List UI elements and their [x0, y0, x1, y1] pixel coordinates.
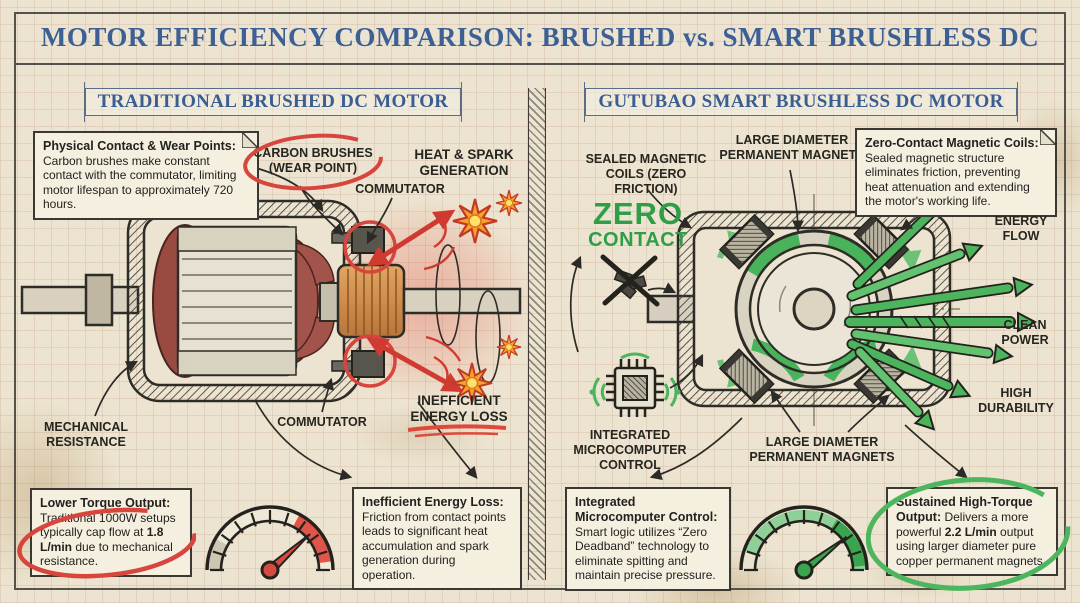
- label-commutator-bottom: COMMUTATOR: [277, 415, 367, 429]
- spark-squiggle: [423, 220, 456, 271]
- note-title: Inefficient Energy Loss:: [362, 495, 504, 509]
- right-panel-header: GUTUBAO SMART BRUSHLESS DC MOTOR: [584, 82, 1018, 122]
- rotor-hub: [792, 287, 836, 331]
- page-title: MOTOR EFFICIENCY COMPARISON: BRUSHED vs.…: [40, 22, 1040, 52]
- heat-arrow: [366, 337, 464, 393]
- note-zero-contact-coils: Zero-Contact Magnetic Coils: Sealed magn…: [855, 127, 1058, 217]
- magnet-segment: [823, 338, 877, 382]
- note-body: Sealed magnetic structure eliminates fri…: [865, 151, 1030, 209]
- label-clean-power: CLEAN POWER: [1001, 318, 1049, 347]
- folded-corner-icon: [1039, 127, 1058, 146]
- label-commutator-top: COMMUTATOR: [355, 182, 445, 196]
- note-body: Friction from contact points leads to si…: [362, 510, 507, 582]
- label-sealed-coils: SEALED MAGNETIC COILS (ZERO FRICTION): [585, 152, 707, 196]
- label-heat-spark: HEAT & SPARK GENERATION: [414, 147, 514, 178]
- outer-frame: [14, 12, 1066, 590]
- title-underline: [14, 63, 1066, 65]
- stator-coil: [718, 213, 775, 270]
- stator-coil: [718, 348, 775, 405]
- magnet-segment: [751, 338, 805, 382]
- label-inefficient-energy-loss: INEFFICIENT ENERGY LOSS: [410, 393, 508, 424]
- note-lower-torque: Lower Torque Output: Traditional 1000W s…: [30, 488, 192, 577]
- note-wear-points: Physical Contact & Wear Points: Carbon b…: [33, 130, 260, 220]
- brushed-motor-illustration: [20, 189, 535, 404]
- label-energy-flow: ENERGY FLOW: [994, 214, 1048, 243]
- motor-shaft-left: [20, 285, 140, 315]
- note-body: Traditional 1000W setups typically cap f…: [40, 511, 176, 569]
- spark-burst-icon: [495, 189, 523, 217]
- note-body: Sustained High-Torque Output: Delivers a…: [896, 495, 1047, 568]
- highlight-value: 2.2 L/min: [944, 525, 997, 539]
- left-panel-header: TRADITIONAL BRUSHED DC MOTOR: [84, 82, 462, 122]
- note-body: Carbon brushes make constant contact wit…: [43, 154, 237, 212]
- heat-arrow: [366, 209, 456, 267]
- magnet-segment: [747, 233, 801, 277]
- label-magnets-top: LARGE DIAMETER PERMANENT MAGNETS: [719, 133, 865, 162]
- note-title: Physical Contact & Wear Points:: [43, 139, 236, 153]
- note-title: Integrated Microcomputer Control:: [575, 495, 718, 524]
- note-body: Integrated Microcomputer Control: Smart …: [575, 495, 718, 583]
- note-title: Zero-Contact Magnetic Coils:: [865, 136, 1039, 150]
- x-cross-icon: [600, 254, 660, 307]
- gauge-red-icon: [205, 505, 335, 580]
- gauge-green-icon: [739, 505, 869, 580]
- label-mechanical-resistance: MECHANICAL RESISTANCE: [43, 420, 129, 449]
- label-magnets-bottom: LARGE DIAMETER PERMANENT MAGNETS: [749, 435, 895, 464]
- contact-text: CONTACT: [588, 229, 688, 251]
- label-microcomputer: INTEGRATED MICROCOMPUTER CONTROL: [573, 428, 687, 472]
- panel-divider: [528, 88, 546, 580]
- zero-text: ZERO: [592, 196, 684, 231]
- carbon-brush-top: [351, 226, 385, 254]
- spark-burst-icon: [451, 197, 499, 245]
- note-inefficient-loss: Inefficient Energy Loss: Friction from c…: [352, 487, 522, 590]
- zero-contact-callout: ZERO CONTACT: [582, 198, 694, 251]
- carbon-brush-bottom: [351, 350, 385, 378]
- motor-shaft-right: [402, 287, 522, 315]
- microchip-icon: [589, 352, 681, 417]
- gauge-green-zone: [830, 519, 866, 567]
- spark-burst-icon: [496, 334, 522, 360]
- label-carbon-brushes: CARBON BRUSHES (WEAR POINT): [253, 146, 373, 175]
- note-microcomputer-control: Integrated Microcomputer Control: Smart …: [565, 487, 731, 591]
- spark-squiggle: [425, 335, 462, 384]
- note-title: Lower Torque Output:: [40, 496, 171, 510]
- note-high-torque-output: Sustained High-Torque Output: Delivers a…: [886, 487, 1058, 577]
- label-high-durability: HIGH DURABILITY: [978, 386, 1054, 415]
